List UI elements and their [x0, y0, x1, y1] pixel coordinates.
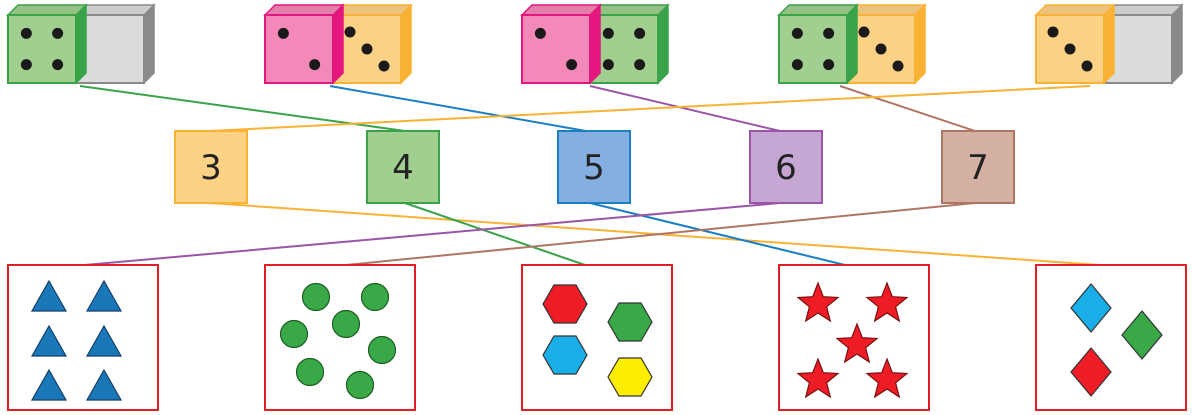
- die-pip: [634, 59, 645, 70]
- die-right-4: [847, 5, 925, 83]
- shape-group-frame: [1036, 265, 1186, 410]
- die-pip: [823, 28, 834, 39]
- shape-group-circles: [265, 265, 415, 410]
- die-top-face: [333, 5, 411, 15]
- number-label: 7: [967, 148, 989, 188]
- die-pip: [379, 61, 390, 72]
- die-pip: [823, 59, 834, 70]
- die-left-2: [265, 5, 343, 83]
- line-number-5-to-group-4: [590, 203, 845, 265]
- circle-shape: [333, 311, 360, 338]
- die-side-face: [590, 5, 600, 83]
- die-side-face: [401, 5, 411, 83]
- shape-group-frame: [522, 265, 672, 410]
- die-pip: [21, 59, 32, 70]
- die-pip: [52, 59, 63, 70]
- die-top-face: [265, 5, 343, 15]
- die-top-face: [76, 5, 154, 15]
- die-pip: [792, 28, 803, 39]
- die-left-1: [8, 5, 86, 83]
- number-box-5: 5: [558, 131, 630, 203]
- die-pip: [21, 28, 32, 39]
- die-pip: [603, 28, 614, 39]
- circle-shape: [369, 337, 396, 364]
- die-side-face: [333, 5, 343, 83]
- die-pip: [535, 28, 546, 39]
- die-top-face: [590, 5, 668, 15]
- die-side-face: [76, 5, 86, 83]
- line-dice-3-to-number-6: [590, 86, 780, 131]
- die-pip: [893, 61, 904, 72]
- dice-row: [8, 5, 1182, 83]
- die-side-face: [847, 5, 857, 83]
- dice-pair-1: [8, 5, 154, 83]
- die-right-1: [76, 5, 154, 83]
- number-label: 6: [775, 148, 797, 188]
- die-right-5: [1104, 5, 1182, 83]
- number-box-4: 4: [367, 131, 439, 203]
- circle-shape: [347, 372, 374, 399]
- shape-group-row: [8, 265, 1186, 410]
- die-pip: [362, 44, 373, 55]
- dice-pair-3: [522, 5, 668, 83]
- circle-shape: [303, 284, 330, 311]
- die-pip: [792, 59, 803, 70]
- line-dice-5-to-number-3: [210, 86, 1090, 131]
- die-pip: [345, 27, 356, 38]
- die-pip: [634, 28, 645, 39]
- shape-group-triangles: [8, 265, 158, 410]
- die-pip: [52, 28, 63, 39]
- dice-pair-5: [1036, 5, 1182, 83]
- die-front-face: [265, 15, 333, 83]
- shape-group-stars: [779, 265, 929, 410]
- die-top-face: [847, 5, 925, 15]
- die-pip: [1082, 61, 1093, 72]
- number-box-6: 6: [750, 131, 822, 203]
- die-front-face: [8, 15, 76, 83]
- die-pip: [603, 59, 614, 70]
- line-dice-2-to-number-5: [330, 86, 586, 131]
- die-side-face: [658, 5, 668, 83]
- die-side-face: [1172, 5, 1182, 83]
- die-pip: [566, 59, 577, 70]
- die-pip: [859, 27, 870, 38]
- die-pip: [278, 28, 289, 39]
- die-left-5: [1036, 5, 1114, 83]
- die-pip: [876, 44, 887, 55]
- dice-pair-2: [265, 5, 411, 83]
- die-left-4: [779, 5, 857, 83]
- die-side-face: [915, 5, 925, 83]
- die-top-face: [1104, 5, 1182, 15]
- die-side-face: [1104, 5, 1114, 83]
- die-front-face: [779, 15, 847, 83]
- circle-shape: [297, 359, 324, 386]
- shape-group-frame: [8, 265, 158, 410]
- number-label: 3: [200, 148, 222, 188]
- die-top-face: [1036, 5, 1114, 15]
- die-top-face: [779, 5, 857, 15]
- die-pip: [309, 59, 320, 70]
- die-side-face: [144, 5, 154, 83]
- die-right-2: [333, 5, 411, 83]
- die-front-face: [522, 15, 590, 83]
- die-pip: [1065, 44, 1076, 55]
- die-left-3: [522, 5, 600, 83]
- die-top-face: [8, 5, 86, 15]
- circle-shape: [281, 321, 308, 348]
- number-label: 5: [583, 148, 605, 188]
- die-top-face: [522, 5, 600, 15]
- number-label: 4: [392, 148, 414, 188]
- circle-shape: [362, 284, 389, 311]
- shape-group-diamonds: [1036, 265, 1186, 410]
- number-box-7: 7: [942, 131, 1014, 203]
- shape-group-hexagons: [522, 265, 672, 410]
- dice-pair-4: [779, 5, 925, 83]
- number-box-3: 3: [175, 131, 247, 203]
- die-pip: [1048, 27, 1059, 38]
- number-row: 3 4 5 6 7: [175, 131, 1014, 203]
- die-right-3: [590, 5, 668, 83]
